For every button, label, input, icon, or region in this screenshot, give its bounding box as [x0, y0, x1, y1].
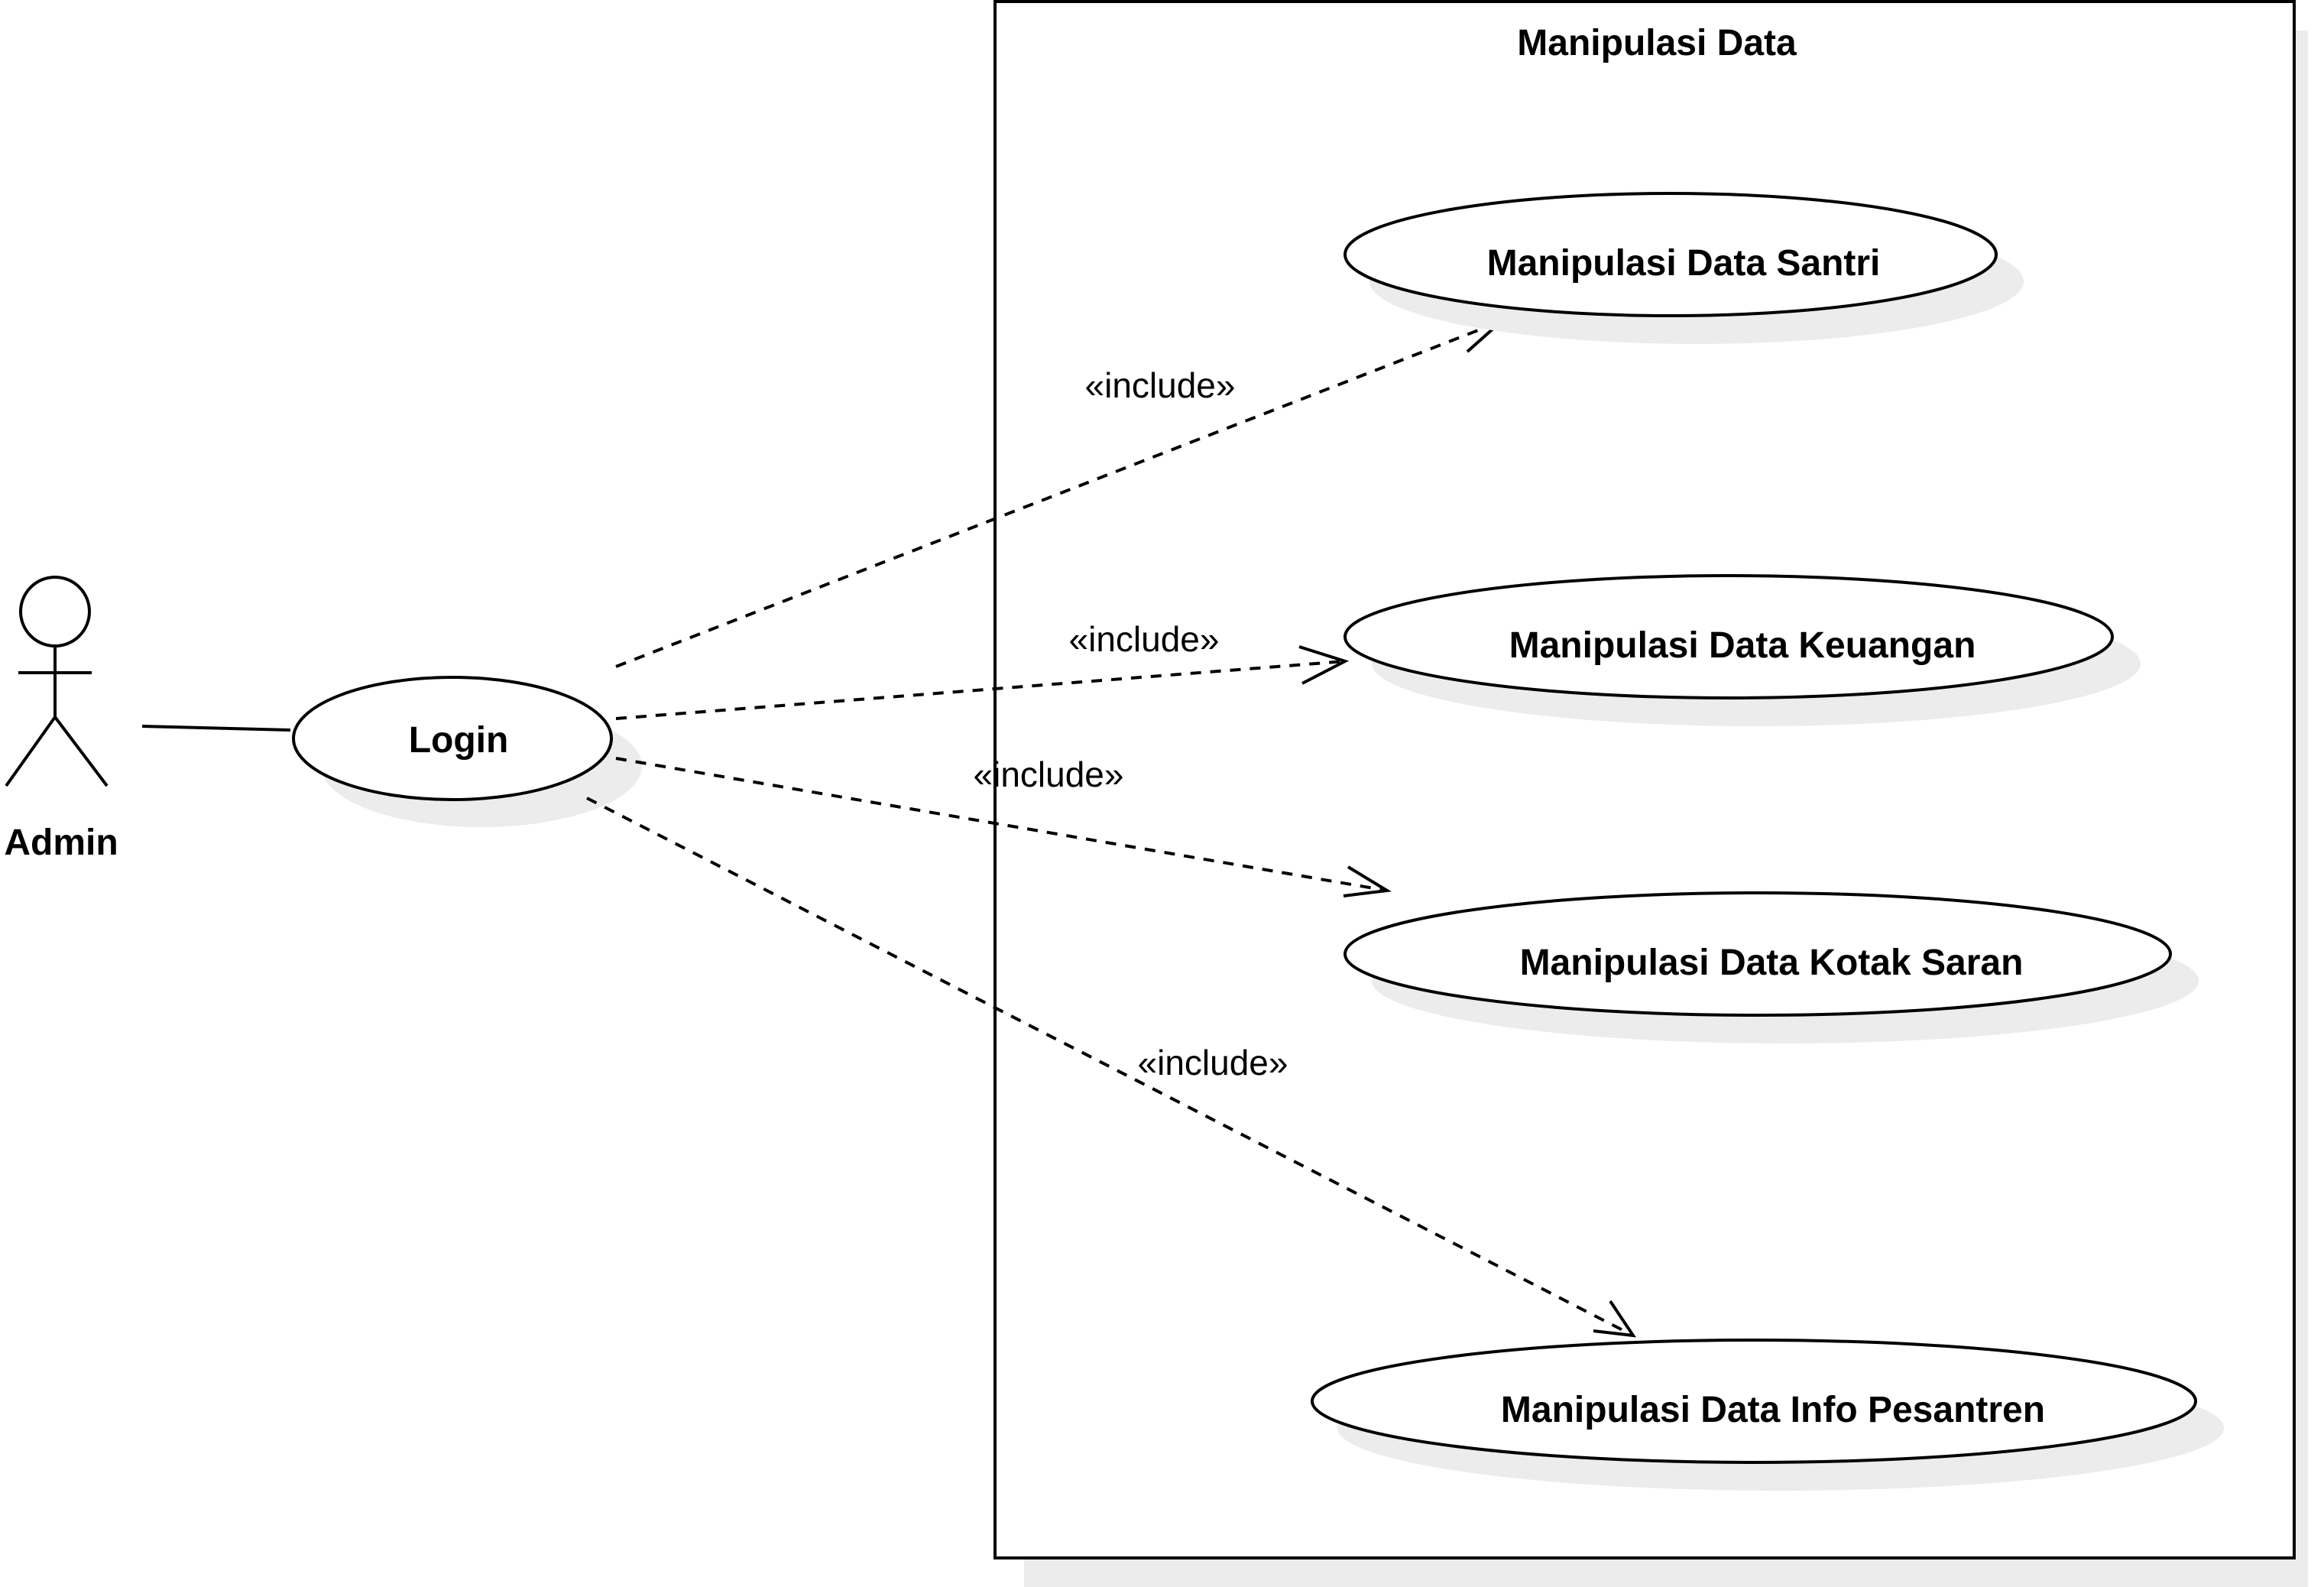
stick-figure-icon: [5, 576, 109, 787]
association-line: [141, 725, 291, 732]
use-case-info-pesantren-label: Manipulasi Data Info Pesantren: [1501, 1390, 2045, 1430]
use-case-keuangan[interactable]: Manipulasi Data Keuangan: [1344, 574, 2141, 726]
use-case-santri[interactable]: Manipulasi Data Santri: [1344, 192, 2024, 344]
include-label-keuangan: «include»: [1069, 619, 1220, 659]
include-relationship-info-pesantren[interactable]: «include»: [586, 797, 1637, 1338]
use-case-login[interactable]: Login: [292, 676, 642, 827]
include-relationship-kotak-saran[interactable]: «include»: [615, 755, 1392, 897]
actor-admin[interactable]: Admin: [4, 576, 118, 863]
system-boundary-title: Manipulasi Data: [1517, 23, 1797, 63]
use-case-kotak-saran-label: Manipulasi Data Kotak Saran: [1520, 943, 2024, 983]
include-label-kotak-saran: «include»: [974, 755, 1124, 794]
include-label-santri: «include»: [1085, 365, 1236, 405]
actor-name: Admin: [4, 823, 118, 863]
use-case-keuangan-label: Manipulasi Data Keuangan: [1509, 625, 1976, 666]
use-case-santri-label: Manipulasi Data Santri: [1487, 243, 1881, 284]
use-case-kotak-saran[interactable]: Manipulasi Data Kotak Saran: [1344, 891, 2199, 1043]
include-label-info-pesantren: «include»: [1138, 1043, 1288, 1082]
use-case-login-label: Login: [409, 720, 509, 761]
use-case-info-pesantren[interactable]: Manipulasi Data Info Pesantren: [1311, 1339, 2224, 1491]
include-relationship-keuangan[interactable]: «include»: [615, 619, 1350, 720]
